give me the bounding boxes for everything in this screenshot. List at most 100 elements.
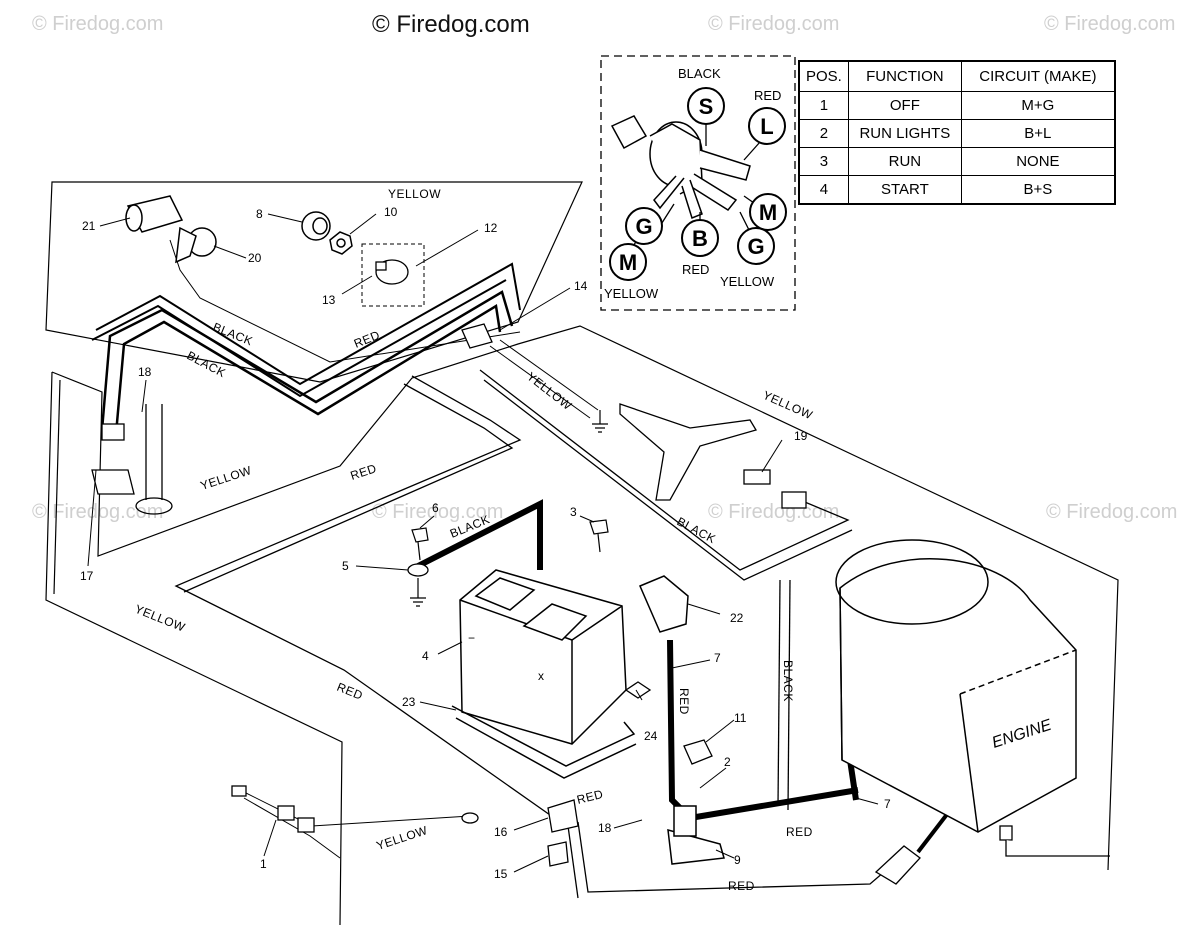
wire-label-red-bottom: RED	[728, 879, 755, 893]
callout-2: 2	[724, 755, 731, 769]
watermark-main: © Firedog.com	[372, 11, 530, 38]
watermark-top-right: © Firedog.com	[1044, 13, 1175, 35]
header-pos: POS.	[798, 60, 849, 92]
table-row: 3 RUN NONE	[798, 147, 1116, 176]
fuse-holder	[547, 799, 579, 833]
table-row: 2 RUN LIGHTS B+L	[798, 119, 1116, 148]
wire-label-yellow-right: YELLOW	[761, 388, 815, 422]
headlight-bulb	[125, 195, 184, 233]
cell-function: RUN	[847, 147, 962, 176]
callout-6: 6	[432, 501, 439, 515]
callout-1: 1	[260, 857, 267, 871]
switch-label-yellow-left: YELLOW	[604, 286, 659, 301]
hex-nut	[329, 231, 353, 255]
wire-label-yellow-left: YELLOW	[199, 463, 254, 493]
black-wire-right	[479, 369, 853, 811]
watermark-mid-left: © Firedog.com	[32, 501, 163, 523]
cell-function: RUN LIGHTS	[847, 119, 962, 148]
cell-circuit: B+S	[960, 175, 1116, 205]
callout-11: 11	[734, 711, 747, 725]
wire-label-yellow-dash: YELLOW	[388, 187, 441, 201]
callout-24: 24	[644, 729, 658, 743]
starter-solenoid	[667, 805, 725, 865]
ring-terminal-5	[407, 563, 429, 577]
callout-9: 9	[734, 853, 741, 867]
red-wire-long	[174, 375, 561, 823]
cell-pos: 3	[798, 147, 849, 176]
terminal-g-left: G	[635, 214, 652, 239]
callout-4: 4	[422, 649, 429, 663]
wire-label-black-vertical: BLACK	[781, 660, 795, 702]
callout-7-top: 7	[714, 651, 721, 665]
watermark-mid-far-right: © Firedog.com	[1046, 501, 1177, 523]
cell-circuit: NONE	[960, 147, 1116, 176]
watermark-mid-right: © Firedog.com	[708, 501, 839, 523]
callout-17: 17	[80, 569, 94, 583]
watermark-mid-center: © Firedog.com	[372, 501, 503, 523]
callout-5: 5	[342, 559, 349, 573]
terminal-s: S	[699, 94, 714, 119]
ground-symbol-1	[592, 410, 608, 433]
switch-label-red-bottom: RED	[682, 262, 709, 277]
switch-label-red-top: RED	[754, 88, 781, 103]
seat-switch-bracket	[619, 403, 807, 509]
connector-14	[461, 323, 493, 349]
cell-function: OFF	[847, 91, 962, 120]
terminal-l: L	[760, 114, 773, 139]
harness-connector	[231, 785, 479, 833]
steering-post	[135, 404, 173, 515]
callout-leaders	[87, 213, 879, 873]
header-function: FUNCTION	[847, 60, 962, 92]
cell-pos: 2	[798, 119, 849, 148]
watermark-top-left: © Firedog.com	[32, 13, 163, 35]
bolt-3	[589, 519, 609, 553]
wire-label-red-fuse: RED	[575, 787, 604, 807]
bezel-ring	[301, 211, 331, 241]
callout-7-right: 7	[884, 797, 891, 811]
callout-21: 21	[82, 219, 96, 233]
callout-20: 20	[248, 251, 262, 265]
wire-label-red-cable: RED	[677, 688, 691, 715]
terminal-cover	[683, 739, 713, 765]
terminal-b: B	[692, 226, 708, 251]
ignition-terminal-circles	[609, 87, 787, 281]
ignition-switch-small	[375, 259, 409, 285]
callout-18-top: 18	[138, 365, 152, 379]
terminal-m-left: M	[619, 250, 637, 275]
cell-function: START	[847, 175, 962, 205]
red-wire-bottom	[567, 821, 885, 899]
connector-17	[91, 423, 135, 495]
yellow-wire-right	[489, 339, 599, 419]
cell-pos: 1	[798, 91, 849, 120]
ignition-switch-body	[610, 115, 751, 219]
callout-14: 14	[574, 279, 588, 293]
callout-10: 10	[384, 205, 398, 219]
callout-13: 13	[322, 293, 336, 307]
wire-label-red-solenoid: RED	[786, 825, 813, 839]
battery	[459, 569, 627, 745]
wire-label-yellow-bottom-left: YELLOW	[133, 602, 188, 635]
frame-outline	[45, 325, 1119, 926]
engine-plug	[874, 825, 1110, 885]
callout-8: 8	[256, 207, 263, 221]
callout-12: 12	[484, 221, 498, 235]
table-header-row: POS. FUNCTION CIRCUIT (MAKE)	[798, 60, 1116, 92]
callout-15: 15	[494, 867, 508, 881]
wire-label-red-bottom-left: RED	[335, 680, 365, 703]
wire-label-red-mid: RED	[349, 461, 379, 483]
battery-plus-sign: x	[538, 669, 544, 683]
battery-minus-sign: −	[468, 631, 475, 645]
battery-tray	[451, 705, 637, 779]
wire-label-yellow-harness: YELLOW	[375, 823, 430, 853]
wire-label-red-dash: RED	[352, 328, 382, 351]
black-harness	[100, 290, 514, 435]
light-socket	[175, 226, 217, 264]
terminal-g-right: G	[747, 234, 764, 259]
table-row: 1 OFF M+G	[798, 91, 1116, 120]
cell-circuit: M+G	[960, 91, 1116, 120]
ground-symbol-2	[410, 578, 426, 607]
wing-nut	[624, 681, 652, 699]
cell-circuit: B+L	[960, 119, 1116, 148]
callout-3: 3	[570, 505, 577, 519]
